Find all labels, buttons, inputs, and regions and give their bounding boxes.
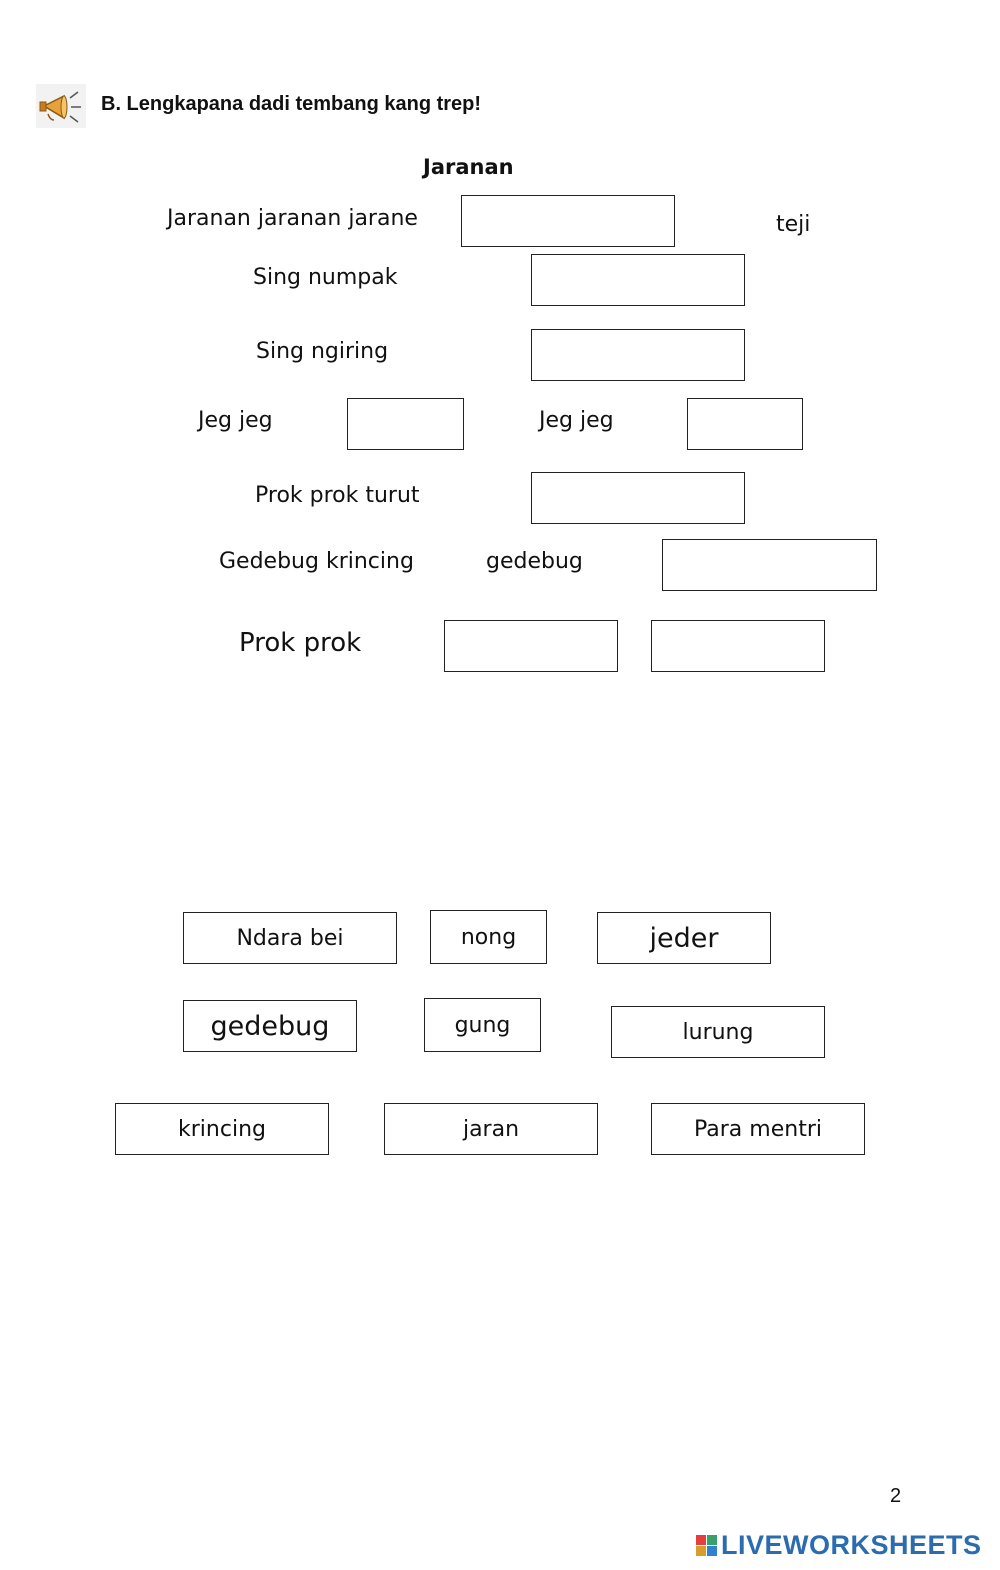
word-tile[interactable]: gedebug	[183, 1000, 357, 1052]
word-tile[interactable]: krincing	[115, 1103, 329, 1155]
answer-blank-1[interactable]	[461, 195, 675, 247]
word-tile[interactable]: Ndara bei	[183, 912, 397, 964]
lyric-line-6a: Gedebug krincing	[219, 549, 414, 574]
word-tile[interactable]: jeder	[597, 912, 771, 964]
lyric-line-4a: Jeg jeg	[198, 408, 273, 433]
word-tile[interactable]: lurung	[611, 1006, 825, 1058]
liveworksheets-footer[interactable]: LIVEWORKSHEETS	[696, 1530, 982, 1561]
answer-blank-2[interactable]	[531, 254, 745, 306]
lyric-line-6b: gedebug	[486, 549, 583, 574]
lyric-line-1: Jaranan jaranan jarane	[167, 206, 418, 231]
lyric-line-2: Sing numpak	[253, 265, 398, 290]
brand-name: LIVEWORKSHEETS	[721, 1530, 982, 1560]
word-tile[interactable]: jaran	[384, 1103, 598, 1155]
song-title: Jaranan	[423, 155, 514, 179]
megaphone-icon	[36, 84, 86, 128]
word-tile[interactable]: gung	[424, 998, 541, 1052]
lyric-line-1-suffix: teji	[776, 212, 811, 237]
page-number: 2	[890, 1485, 902, 1507]
word-tile[interactable]: nong	[430, 910, 547, 964]
word-tile[interactable]: Para mentri	[651, 1103, 865, 1155]
answer-blank-5[interactable]	[687, 398, 803, 450]
lyric-line-3: Sing ngiring	[256, 339, 389, 364]
answer-blank-8[interactable]	[444, 620, 618, 672]
instruction-text: B. Lengkapana dadi tembang kang trep!	[101, 93, 482, 115]
lyric-line-5: Prok prok turut	[255, 483, 420, 508]
liveworksheets-logo-icon	[696, 1535, 717, 1556]
lyric-line-4b: Jeg jeg	[539, 408, 614, 433]
answer-blank-4[interactable]	[347, 398, 464, 450]
answer-blank-9[interactable]	[651, 620, 825, 672]
answer-blank-3[interactable]	[531, 329, 745, 381]
answer-blank-7[interactable]	[662, 539, 877, 591]
lyric-line-7: Prok prok	[239, 628, 362, 658]
answer-blank-6[interactable]	[531, 472, 745, 524]
